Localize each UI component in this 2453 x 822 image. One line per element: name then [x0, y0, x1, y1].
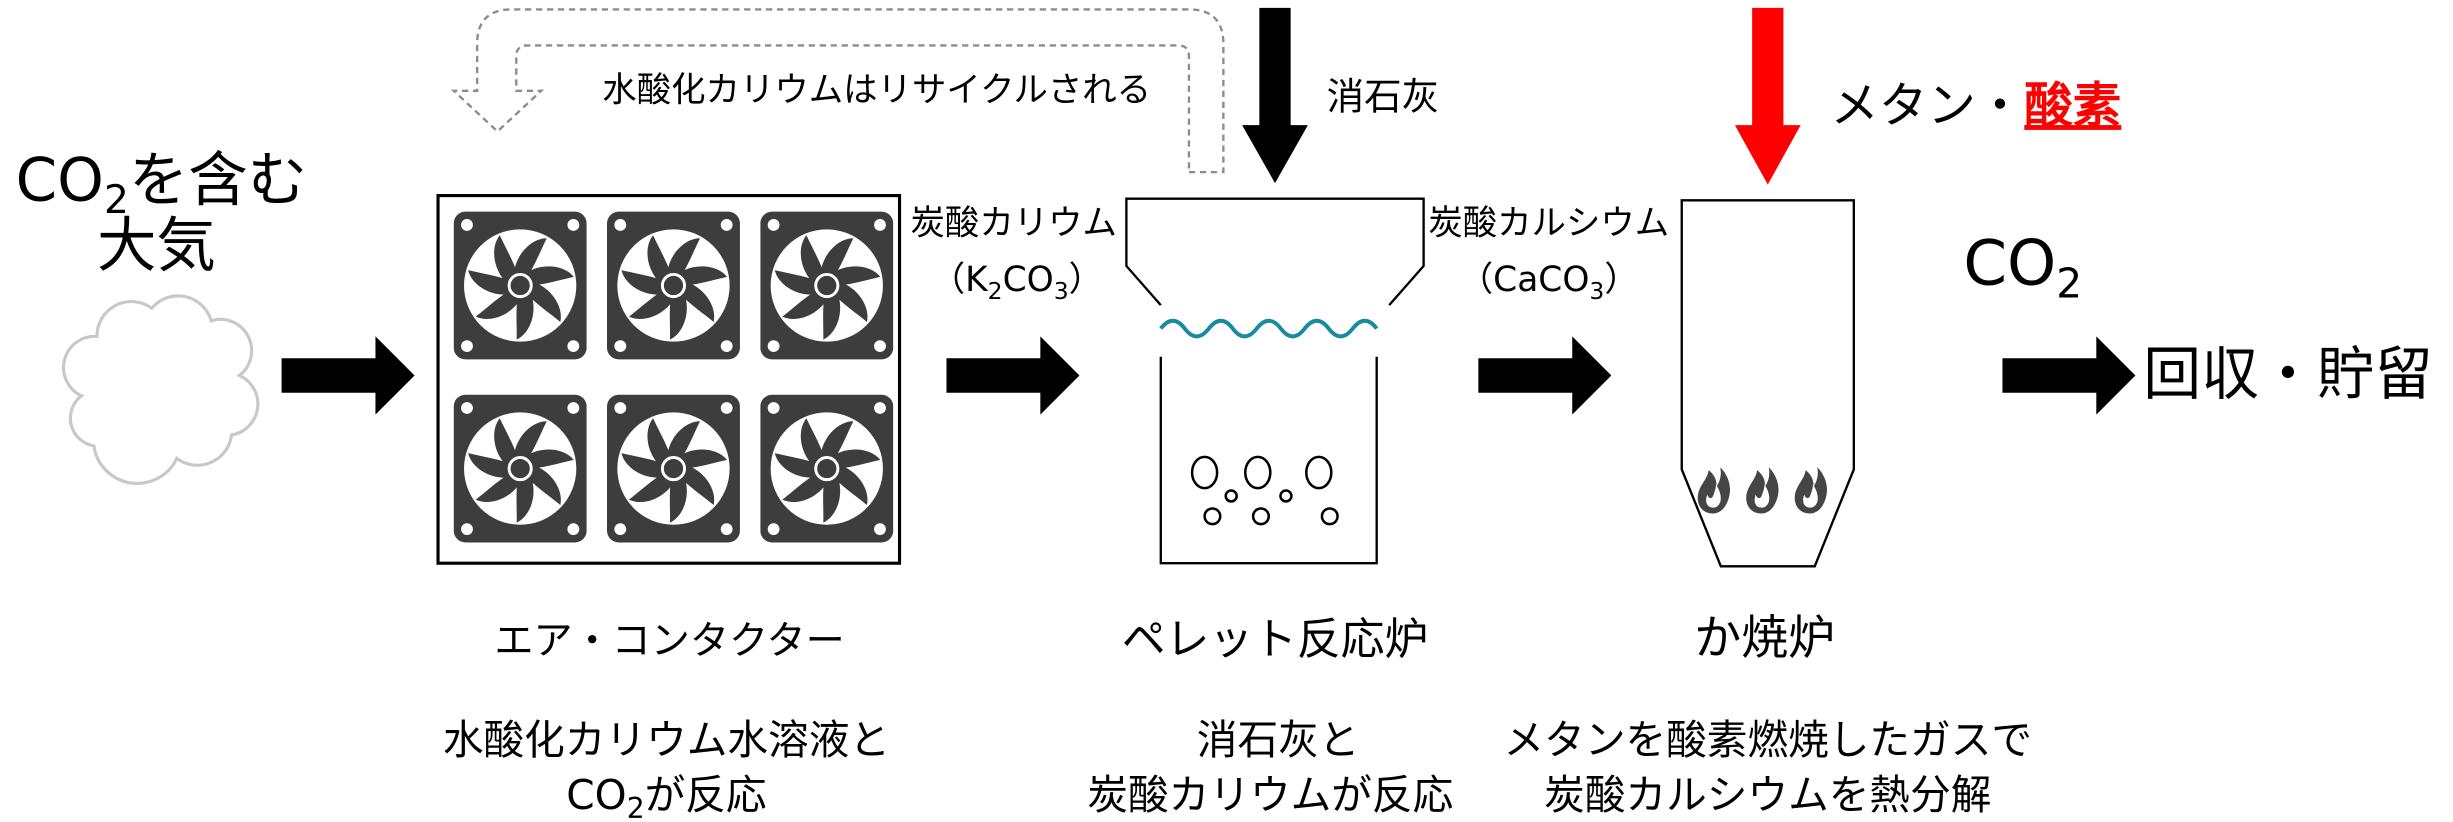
output-gas-subscript: 2 — [2056, 259, 2082, 307]
solution-wave — [1159, 318, 1379, 339]
destination-label: 回収・貯留 — [2143, 340, 2432, 408]
potassium-carbonate-formula: （K2CO3） — [931, 260, 1103, 305]
pellet-reactor-hopper — [1125, 197, 1425, 306]
formula-part: （CaCO — [1459, 260, 1590, 300]
fan-icon — [606, 211, 740, 360]
source-label-line1: CO2を含む — [16, 146, 308, 223]
formula-subscript: 3 — [1589, 277, 1604, 305]
recycle-arrow — [450, 8, 1225, 174]
flow-arrow-to-calciner — [1478, 336, 1612, 415]
fuel-label: メタン・酸素 — [1830, 78, 2121, 134]
fuel-arrow — [1734, 7, 1801, 185]
recycle-note: 水酸化カリウムはリサイクルされる — [602, 71, 1151, 111]
formula-part: （K — [931, 260, 989, 300]
calcium-carbonate-label: 炭酸カルシウム — [1428, 204, 1669, 244]
flow-arrow-to-storage — [2002, 336, 2136, 415]
cloud-icon — [62, 294, 260, 485]
source-label-line2: 大気 — [97, 212, 216, 281]
fuel-label-plain: メタン・ — [1830, 78, 2024, 134]
fuel-label-highlight: 酸素 — [2024, 78, 2121, 134]
air-contactor-title: エア・コンタクター — [494, 619, 844, 664]
formula-part: ） — [1604, 260, 1638, 300]
source-label-pre: CO — [16, 146, 104, 215]
flow-arrow-to-contactor — [281, 336, 415, 415]
air-contactor-desc-line1: 水酸化カリウム水溶液と — [443, 716, 890, 764]
fan-icon — [760, 211, 894, 360]
fan-icon — [453, 211, 587, 360]
formula-part: CO — [1003, 260, 1054, 300]
desc-pre: CO — [566, 771, 626, 819]
source-label-subscript: 2 — [104, 178, 129, 223]
formula-part: ） — [1069, 260, 1103, 300]
desc-subscript: 2 — [627, 792, 645, 822]
pellet-reactor-desc-line2: 炭酸カリウムが反応 — [1087, 771, 1453, 819]
potassium-carbonate-label: 炭酸カリウム — [911, 204, 1117, 244]
output-gas-pre: CO — [1963, 227, 2056, 300]
pellet-reactor-desc-line1: 消石灰と — [1197, 716, 1360, 764]
output-gas-label: CO2 — [1963, 227, 2082, 308]
desc-post: が反応 — [645, 771, 767, 819]
calciner-desc-line1: メタンを酸素燃焼したガスで — [1504, 716, 2033, 764]
pellet-reactor-title: ペレット反応炉 — [1122, 614, 1429, 665]
pellets-icon — [1190, 455, 1339, 526]
calcium-carbonate-formula: （CaCO3） — [1459, 260, 1639, 305]
pellet-reactor-vessel — [1159, 356, 1378, 565]
air-contactor-desc-line2: CO2が反応 — [566, 771, 766, 822]
fan-icon — [606, 394, 740, 543]
calciner-desc-line2: 炭酸カルシウムを熱分解 — [1544, 771, 1991, 819]
slaked-lime-label: 消石灰 — [1327, 75, 1440, 119]
formula-subscript: 3 — [1054, 277, 1069, 305]
slaked-lime-arrow — [1242, 7, 1308, 184]
flow-arrow-to-pellet-reactor — [946, 336, 1080, 415]
formula-subscript: 2 — [988, 277, 1003, 305]
fan-icon — [760, 394, 894, 543]
calciner-title: か焼炉 — [1694, 611, 1835, 666]
fan-icon — [453, 394, 587, 543]
source-label-post: を含む — [129, 146, 307, 215]
